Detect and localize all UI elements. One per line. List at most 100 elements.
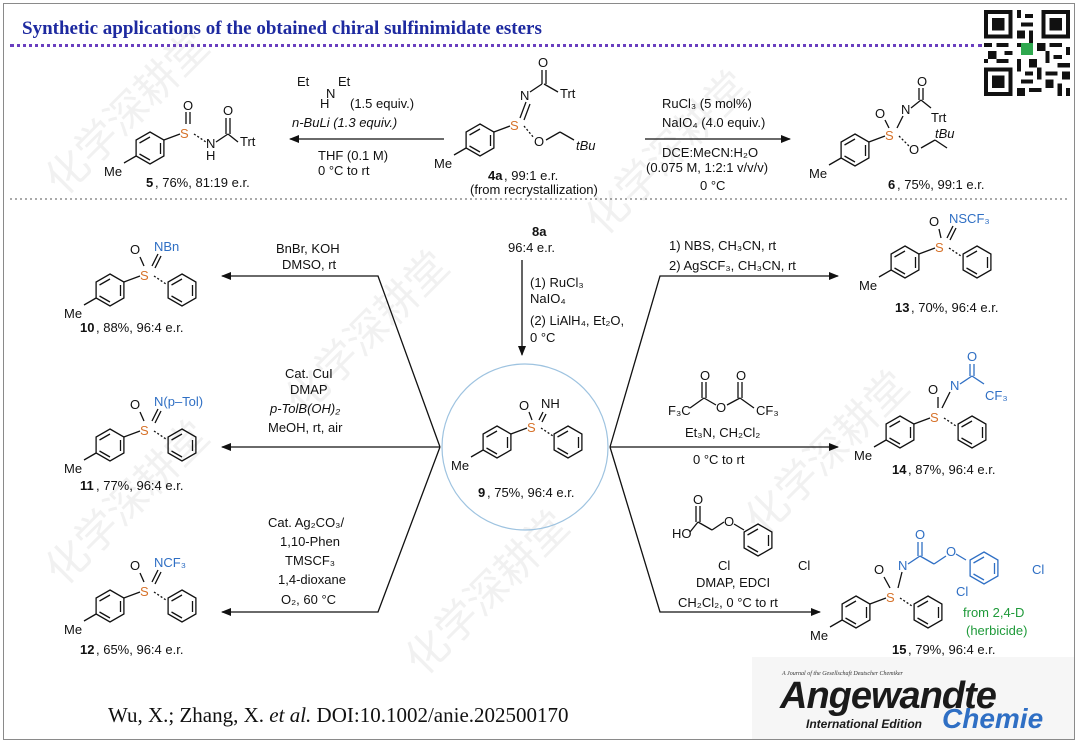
citation-etal: et al. xyxy=(269,703,312,727)
atom-me: Me xyxy=(810,628,828,643)
group-cf3: CF₃ xyxy=(985,388,1008,403)
journal-logo: A Journal of the Gesellschaft Deutscher … xyxy=(752,657,1074,739)
atom-s: S xyxy=(180,126,189,141)
er-4a: , 99:1 e.r. xyxy=(504,168,558,183)
journal-name: Angewandte xyxy=(780,675,997,717)
atom-me: Me xyxy=(809,166,827,181)
atom-o: O xyxy=(534,134,544,149)
journal-edition: International Edition xyxy=(806,717,922,731)
atom-s: S xyxy=(935,240,944,255)
yield-9: , 75%, 96:4 e.r. xyxy=(487,485,574,500)
atom-me: Me xyxy=(64,622,82,637)
group-trt: Trt xyxy=(560,86,576,101)
cond-12-d: 1,4-dioxane xyxy=(278,572,346,587)
atom-cl: Cl xyxy=(1032,562,1044,577)
yield-11: , 77%, 96:4 e.r. xyxy=(96,478,183,493)
group-trt: Trt xyxy=(931,110,947,125)
compound-5: Me S O N H O Trt xyxy=(104,98,256,179)
journal-tagline: A Journal of the Gesellschaft Deutscher … xyxy=(782,671,903,677)
atom-et: Et xyxy=(338,74,351,89)
atom-s: S xyxy=(886,590,895,605)
atom-me: Me xyxy=(64,461,82,476)
qr-code-icon xyxy=(984,10,1070,96)
group-nscf3: NSCF₃ xyxy=(949,211,990,226)
arrow-to-12 xyxy=(221,446,441,616)
cond-15-a: DMAP, EDCI xyxy=(696,575,770,590)
arrow-to-10 xyxy=(221,272,441,448)
cond-solvent: DCE:MeCN:H₂O xyxy=(662,145,758,160)
atom-n: N xyxy=(898,558,907,573)
atom-h: H xyxy=(320,96,329,111)
atom-s: S xyxy=(140,423,149,438)
note-15-a: from 2,4-D xyxy=(963,605,1024,620)
cond-11-a: Cat. CuI xyxy=(285,366,333,381)
atom-f3c: F₃C xyxy=(668,403,691,418)
label-14: 14 xyxy=(892,462,907,477)
yield-10: , 88%, 96:4 e.r. xyxy=(96,320,183,335)
compound-11: Me S O N(p–Tol) xyxy=(64,394,203,476)
yield-12: , 65%, 96:4 e.r. xyxy=(96,642,183,657)
reagent-rucl3: RuCl₃ (5 mol%) xyxy=(662,96,752,111)
group-nbn: NBn xyxy=(154,239,179,254)
atom-o: O xyxy=(915,527,925,542)
reagent-naio4: NaIO₄ (4.0 equiv.) xyxy=(662,115,765,130)
atom-o: O xyxy=(967,349,977,364)
atom-o: O xyxy=(928,382,938,397)
atom-o: O xyxy=(724,514,734,529)
atom-me: Me xyxy=(64,306,82,321)
label-13: 13 xyxy=(895,300,909,315)
atom-o: O xyxy=(917,74,927,89)
atom-o: O xyxy=(519,398,529,413)
atom-cl: Cl xyxy=(718,558,730,573)
label-9: 9 xyxy=(478,485,485,500)
compound-4a: Me S N O Trt O tBu xyxy=(434,55,596,171)
slide-frame xyxy=(3,3,1075,740)
cond-11-c: p-TolB(OH)₂ xyxy=(269,401,340,416)
label-4a: 4a xyxy=(488,168,503,183)
atom-o: O xyxy=(874,562,884,577)
citation-authors: Wu, X.; Zhang, X. xyxy=(108,703,265,727)
compound-6: Me S O N O Trt O tBu xyxy=(809,74,955,181)
cond-conc: (0.075 M, 1:2:1 v/v/v) xyxy=(646,160,768,175)
atom-me: Me xyxy=(859,278,877,293)
note-4a: (from recrystallization) xyxy=(470,182,598,197)
atom-o: O xyxy=(538,55,548,70)
atom-n: N xyxy=(950,378,959,393)
cond-12-c: TMSCF₃ xyxy=(285,553,335,568)
group-tbu: tBu xyxy=(935,126,955,141)
cond-14-a: Et₃N, CH₂Cl₂ xyxy=(685,425,760,440)
group-ntol: N(p–Tol) xyxy=(154,394,203,409)
cond-10-a: BnBr, KOH xyxy=(276,241,340,256)
cond-14-b: 0 °C to rt xyxy=(693,452,745,467)
cond-11-b: DMAP xyxy=(290,382,328,397)
reagent-buli: n-BuLi (1.3 equiv.) xyxy=(292,115,397,130)
atom-o: O xyxy=(716,400,726,415)
atom-me: Me xyxy=(451,458,469,473)
reagent-2-4-d: HO O O Cl Cl xyxy=(672,492,810,573)
atom-o: O xyxy=(946,544,956,559)
cond-temp: 0 °C xyxy=(700,178,725,193)
cond-11-d: MeOH, rt, air xyxy=(268,420,343,435)
journal-chemie: Chemie xyxy=(942,703,1044,734)
label-15: 15 xyxy=(892,642,906,657)
atom-o: O xyxy=(130,397,140,412)
yield-6: , 75%, 99:1 e.r. xyxy=(897,177,984,192)
cond-10-b: DMSO, rt xyxy=(282,257,337,272)
compound-15: Me S O N O O Cl Cl xyxy=(810,527,1044,643)
cond-12-e: O₂, 60 °C xyxy=(281,592,336,607)
compound-14: Me S O N O CF₃ xyxy=(854,349,1008,463)
label-10: 10 xyxy=(80,320,94,335)
step-4: 0 °C xyxy=(530,330,555,345)
atom-o: O xyxy=(183,98,193,113)
atom-s: S xyxy=(930,410,939,425)
atom-s: S xyxy=(510,118,519,133)
group-ncf3: NCF₃ xyxy=(154,555,186,570)
note-15-b: (herbicide) xyxy=(966,623,1027,638)
atom-o: O xyxy=(875,106,885,121)
cond-12-b: 1,10-Phen xyxy=(280,534,340,549)
atom-cf3: CF₃ xyxy=(756,403,779,418)
atom-o: O xyxy=(130,558,140,573)
atom-o: O xyxy=(929,214,939,229)
atom-nh: NH xyxy=(541,396,560,411)
